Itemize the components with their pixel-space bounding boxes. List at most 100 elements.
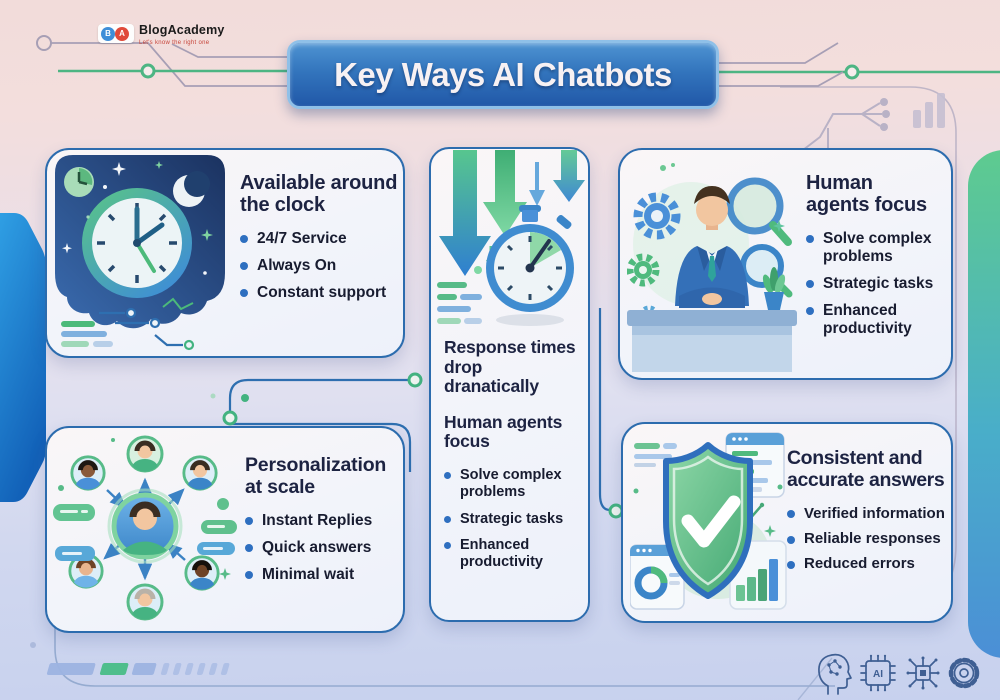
- card-heading: Personalization at scale: [245, 454, 387, 498]
- avatar-upper-right: [184, 457, 216, 495]
- card-heading: Consistent and accurate answers: [787, 447, 945, 491]
- green-dot-small: [210, 393, 216, 399]
- card-personalization: Personalization at scale Instant Replies…: [45, 426, 405, 633]
- bullet-text: Instant Replies: [262, 511, 373, 529]
- bullet-dot: [245, 517, 253, 526]
- avatar-top: [128, 437, 162, 477]
- logo-letter-b: B: [101, 26, 115, 41]
- ai-chip-icon: AI: [860, 654, 896, 692]
- bullet-text: Reduced errors: [804, 555, 915, 573]
- shield-check-illustration: [630, 432, 787, 610]
- brand-logo-badge: B A: [98, 24, 134, 43]
- bullet-text: Constant support: [257, 283, 387, 301]
- bullet-text: Strategic tasks: [823, 274, 934, 292]
- footer-tech-icons: AI: [818, 653, 980, 695]
- circuit-node-icon: [906, 656, 940, 690]
- bullet-text: Solve complex problems: [823, 229, 932, 265]
- stopwatch-icon: [486, 205, 574, 326]
- card-heading: Human agents focus: [806, 172, 927, 217]
- brand-tagline: Let's know the right one: [139, 39, 210, 46]
- circuit-line-top-left: [51, 42, 287, 87]
- card-heading: Available around the clock: [240, 172, 398, 217]
- desk: [627, 310, 797, 372]
- magnifier-icon-large: [726, 177, 792, 246]
- connector-left-ring-1: [407, 372, 423, 388]
- gear-icon: [948, 657, 980, 689]
- sparkle: [764, 525, 776, 537]
- green-ring-right: [844, 64, 860, 80]
- left-edge-band: [0, 213, 46, 502]
- circuit-fork-icon: [789, 98, 890, 161]
- bullet-dot: [240, 262, 248, 271]
- dot: [30, 642, 36, 648]
- bullet-text: Solve complex problems: [460, 466, 562, 500]
- page-title: Key Ways AI Chatbots: [334, 55, 672, 93]
- bullet-text: Strategic tasks: [460, 510, 564, 527]
- bullet-dot: [787, 510, 795, 519]
- shield-check-icon: [663, 442, 753, 599]
- mini-clock-icon: [64, 167, 94, 197]
- ai-head-icon: [818, 653, 852, 695]
- card-available-around-clock: Available around the clock 24/7 Service …: [45, 148, 405, 358]
- bullet-text: Always On: [257, 256, 337, 274]
- connector-right: [598, 308, 611, 512]
- bullet-text: Enhanced productivity: [460, 537, 543, 571]
- bullet-text: Verified information: [804, 504, 945, 522]
- bullet-dot: [444, 515, 451, 523]
- chip-label: AI: [873, 669, 883, 680]
- stars: [62, 161, 213, 275]
- avatar-upper-left: [72, 457, 104, 495]
- avatar-network-illustration: [53, 430, 237, 630]
- gear-icon-blue: [633, 192, 681, 240]
- card-response-times: Response times drop dranatically Human a…: [429, 147, 590, 622]
- circuit-line-top-right: [713, 42, 844, 87]
- diagonal-near-icons: [797, 657, 833, 700]
- title-banner: Key Ways AI Chatbots: [287, 40, 719, 109]
- bullet-dot: [806, 307, 814, 316]
- bullet-dot: [245, 571, 253, 580]
- bullet-text: Quick answers: [262, 538, 372, 556]
- bullet-dot: [444, 542, 451, 550]
- agent-at-desk-illustration: [627, 163, 797, 372]
- brand-name: BlogAcademy: [139, 23, 225, 37]
- card-consistent-accurate: Consistent and accurate answers Verified…: [621, 422, 953, 623]
- bullet-dot: [787, 535, 795, 544]
- list-lines: [634, 443, 677, 467]
- text-lines: [437, 266, 482, 324]
- signal-bars-icon: [913, 93, 945, 128]
- sparkle: [773, 220, 785, 232]
- bullet-dot: [787, 560, 795, 569]
- bullet-dot: [806, 235, 814, 244]
- bullet-dot: [240, 289, 248, 298]
- green-dot: [241, 394, 249, 402]
- connector-left-ring-2: [222, 410, 238, 426]
- gear-icon-green: [627, 253, 660, 287]
- bullet-text: Enhanced productivity: [823, 301, 912, 337]
- outline-frame-bottom: [54, 508, 835, 687]
- plant-icon: [762, 267, 786, 310]
- green-ring-left: [140, 63, 156, 79]
- card-human-agents-focus: Human agents focus Solve complex problem…: [618, 148, 953, 380]
- logo-letter-a: A: [115, 26, 129, 41]
- bottom-slant-bars: [46, 663, 230, 675]
- avatar-center: [111, 492, 179, 560]
- falling-arrows-stopwatch-illustration: [437, 150, 585, 326]
- bullet-text: Reliable responses: [804, 530, 941, 548]
- circuit-node-top-left: [36, 35, 52, 51]
- bullet-dot: [806, 280, 814, 289]
- bullet-text: Minimal wait: [262, 565, 355, 583]
- avatar-bottom: [128, 585, 162, 625]
- bullet-text: 24/7 Service: [257, 229, 347, 247]
- right-edge-band: [968, 150, 1000, 658]
- night-clock-illustration: [55, 155, 225, 351]
- bullet-dot: [444, 471, 451, 479]
- agent-person: [675, 186, 749, 308]
- card-heading-human-agents: Human agents focus: [444, 411, 563, 452]
- connector-left: [228, 378, 413, 472]
- brand-logo: B A BlogAcademy Let's know the right one: [98, 24, 225, 46]
- avatar-lower-right: [186, 557, 218, 595]
- clock-icon: [82, 188, 192, 298]
- bullet-dot: [240, 235, 248, 244]
- card-heading-response: Response times drop dranatically: [444, 337, 576, 397]
